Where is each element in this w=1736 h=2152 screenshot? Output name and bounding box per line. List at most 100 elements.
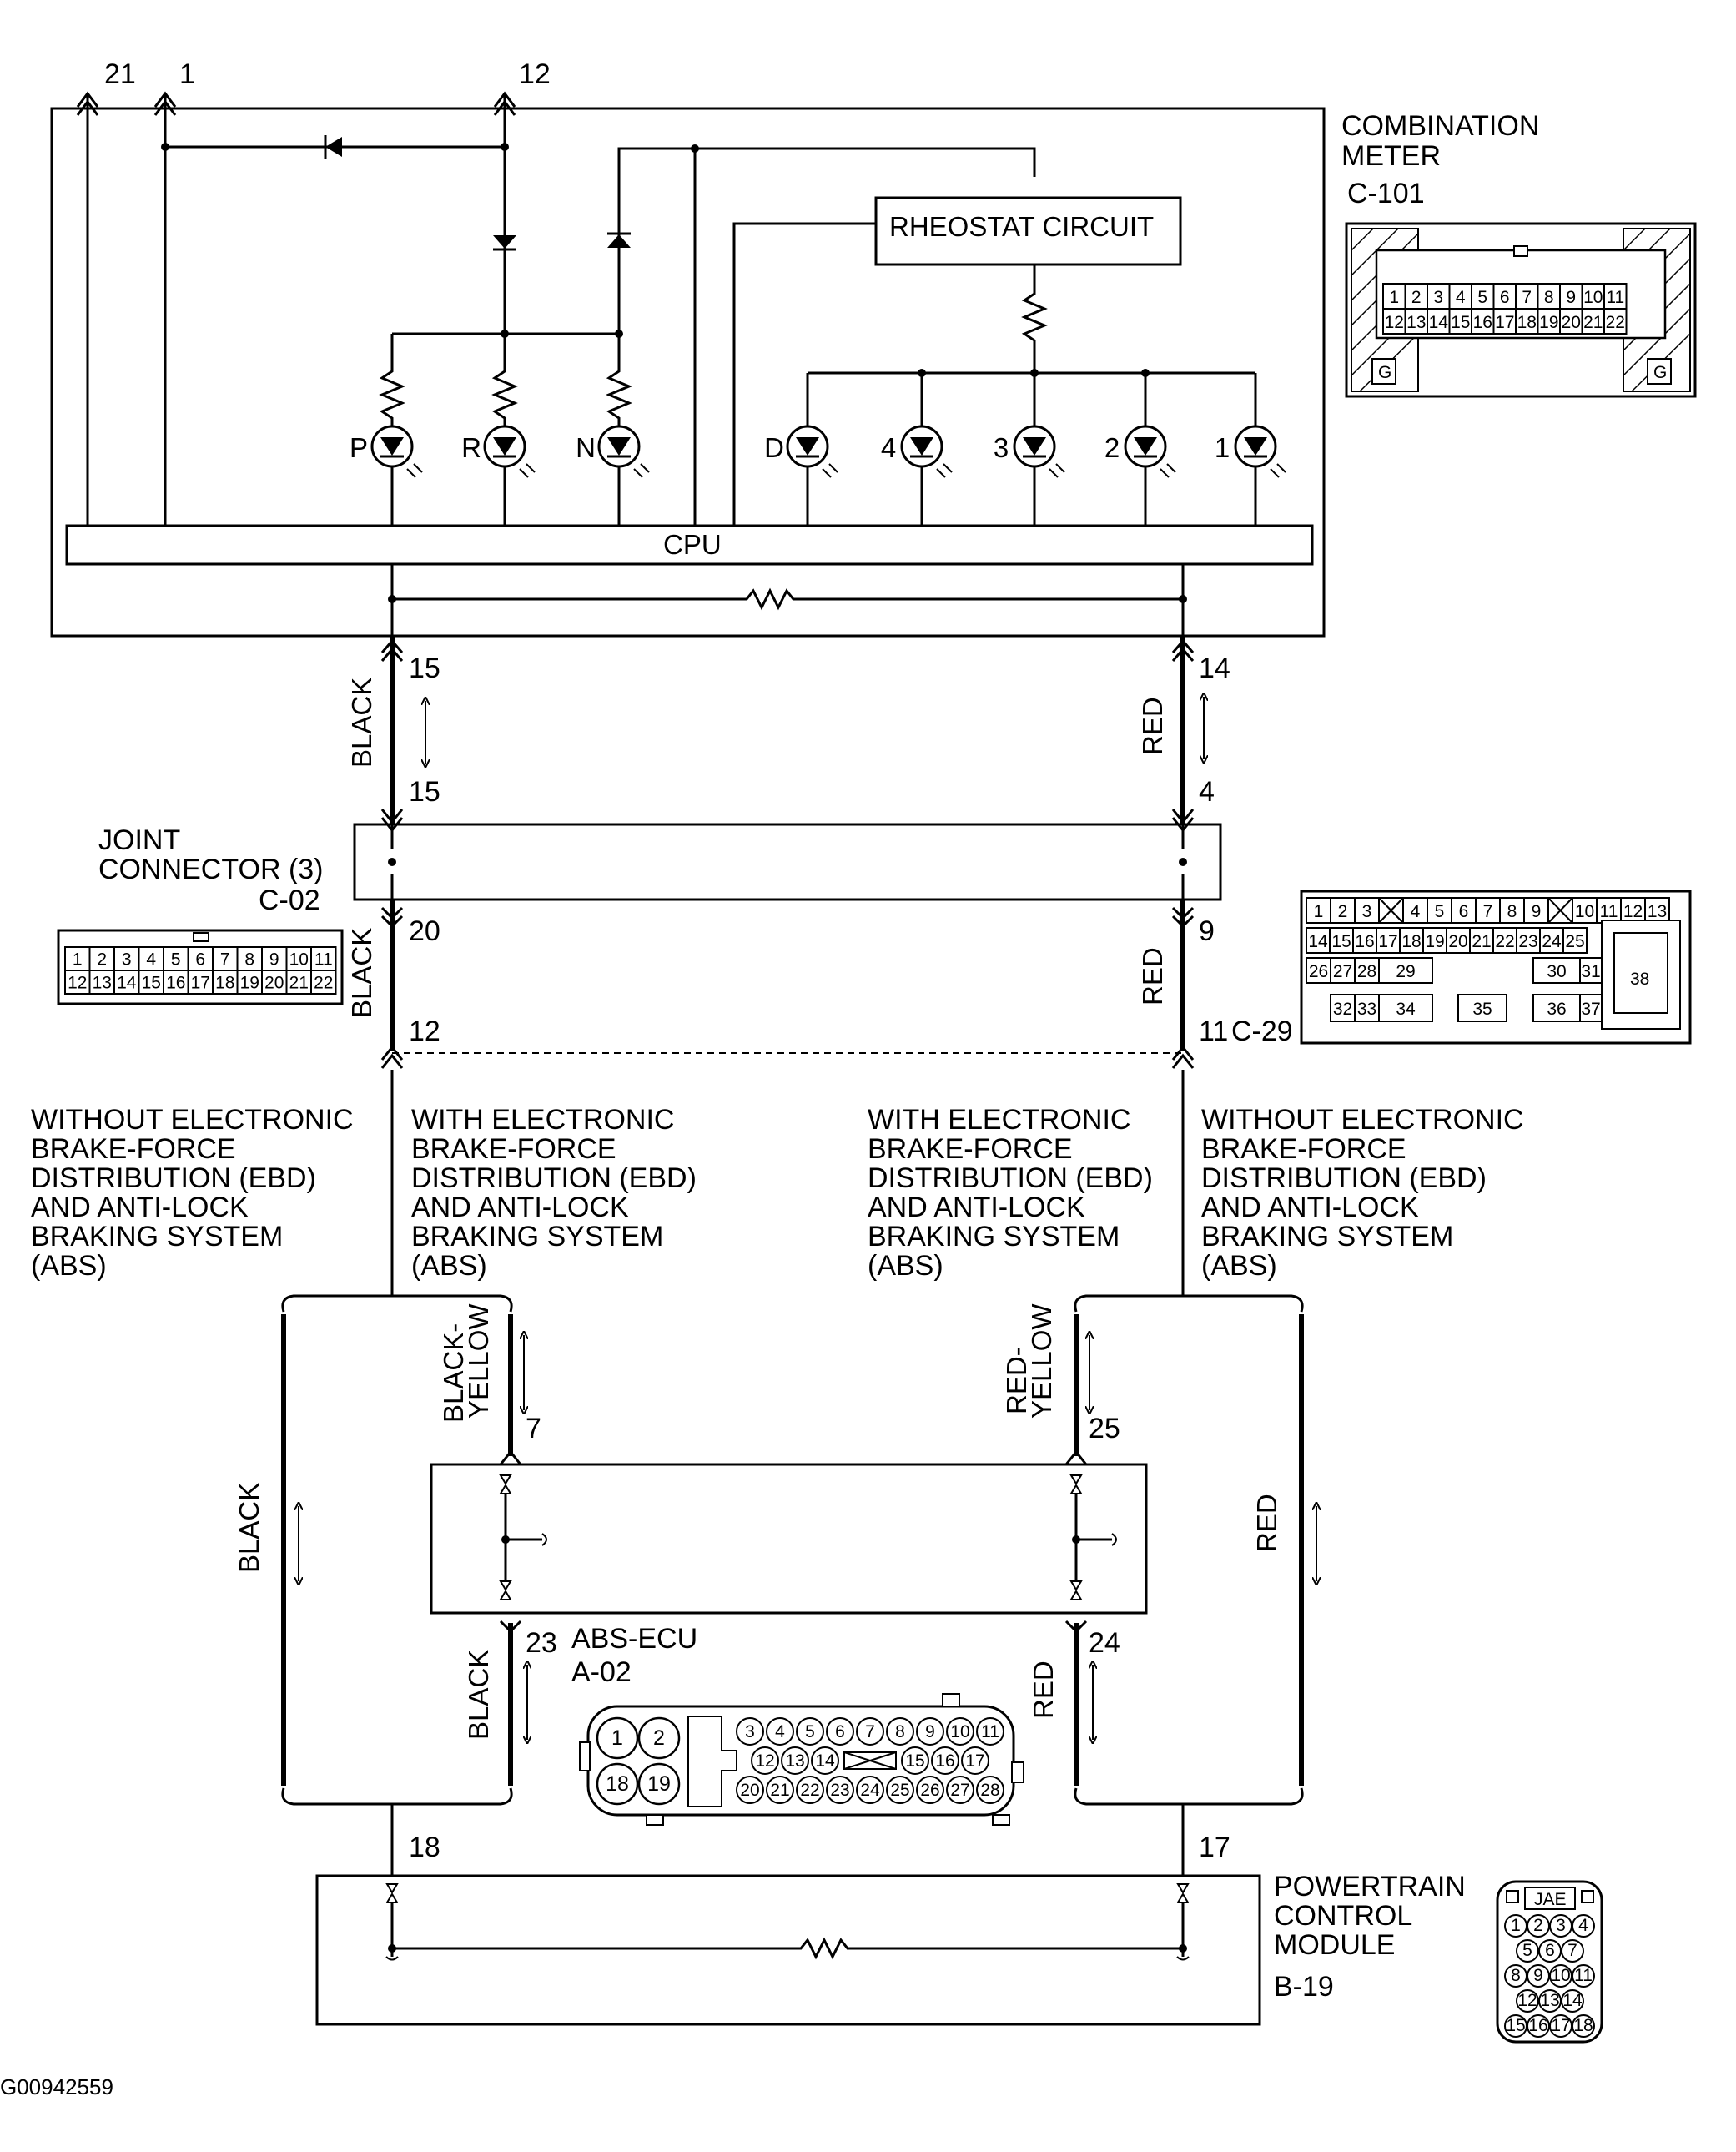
c02-pin-17: 17	[191, 973, 210, 992]
c101-pin-5: 5	[1477, 288, 1487, 307]
pin-12-label: 12	[519, 58, 551, 90]
c29-pin-25: 25	[1565, 932, 1584, 951]
abs-ecu-internal-left	[499, 1474, 547, 1600]
cpu-label: CPU	[663, 529, 722, 560]
c101-pin-17: 17	[1495, 313, 1514, 332]
a02-cell-15	[901, 1746, 929, 1775]
c29-cell-1	[1306, 897, 1331, 924]
pcm-title-2: CONTROL	[1274, 1900, 1412, 1932]
upper-left-pin-top: 15	[409, 653, 440, 684]
indicator-label-3: 3	[994, 432, 1009, 463]
meter-title-1: COMBINATION	[1341, 110, 1539, 142]
svg-text:(ABS): (ABS)	[1201, 1250, 1277, 1282]
c101-cell-22	[1603, 308, 1628, 335]
c101-cell-12	[1382, 308, 1406, 335]
middle-left-pin-bottom: 12	[409, 1016, 440, 1047]
a02-pin-5: 5	[805, 1722, 815, 1741]
c02-cell-18	[212, 970, 239, 995]
abs-pin-7: 7	[526, 1413, 541, 1444]
c02-pin-19: 19	[240, 973, 259, 992]
upper-right-color: RED	[1137, 697, 1168, 755]
c29-pin-1: 1	[1314, 902, 1324, 921]
c29-pin-8: 8	[1507, 902, 1517, 921]
c101-pin-15: 15	[1451, 313, 1470, 332]
a02-pin-17: 17	[965, 1751, 984, 1771]
indicator-label-4: 4	[881, 432, 896, 463]
abs-right-upper-color-1: RED-	[1001, 1347, 1032, 1414]
a02-cell-25	[886, 1776, 914, 1804]
a02-cell-23	[826, 1776, 854, 1804]
svg-text:(ABS): (ABS)	[31, 1250, 107, 1282]
b19-pin-17: 17	[1551, 2016, 1570, 2035]
middle-right-pin-bottom: 11	[1199, 1016, 1228, 1047]
abs-pin-25: 25	[1089, 1413, 1120, 1444]
svg-text:WITH ELECTRONIC: WITH ELECTRONIC	[411, 1104, 674, 1136]
pcm-pin-17: 17	[1199, 1832, 1230, 1863]
upper-left-color: BLACK	[346, 678, 377, 768]
b19-pin-6: 6	[1545, 1941, 1555, 1960]
middle-right-pin-top: 9	[1199, 915, 1215, 947]
c29-pin-17: 17	[1378, 932, 1397, 951]
c29-cell-22	[1492, 927, 1517, 954]
c29-pin-29: 29	[1396, 962, 1415, 981]
a02-cell-20	[736, 1776, 764, 1804]
powertrain-control-module: 18 17 POWERTRAIN CONTROL MODULE B-19	[315, 1826, 1466, 2026]
c02-cell-13	[88, 970, 115, 995]
abs-ecu-block	[430, 1463, 1148, 1615]
b19-pin-8: 8	[1511, 1966, 1521, 1985]
c29-pin-35: 35	[1472, 1000, 1492, 1019]
c29-pin-24: 24	[1542, 932, 1562, 951]
a02-cell-26	[916, 1776, 944, 1804]
a02-pin-9: 9	[925, 1722, 935, 1741]
condition-right-with: WITH ELECTRONIC BRAKE-FORCE DISTRIBUTION…	[868, 1104, 1153, 1282]
c101-cell-13	[1404, 308, 1428, 335]
upper-left-pin-bottom: 15	[409, 776, 440, 808]
pcm-connector-id: B-19	[1274, 1971, 1334, 2003]
a02-pin-13: 13	[785, 1751, 804, 1771]
c101-pin-20: 20	[1562, 313, 1581, 332]
indicator-2: 2	[1104, 373, 1176, 526]
c29-cell-5	[1427, 897, 1452, 924]
c02-pin-10: 10	[289, 950, 309, 969]
a02-cell-11	[976, 1717, 1004, 1746]
c29-pin-36: 36	[1547, 1000, 1566, 1019]
pcm-pin-18: 18	[409, 1832, 440, 1863]
b19-pin-5: 5	[1522, 1941, 1532, 1960]
c02-cell-20	[261, 970, 288, 995]
svg-text:BRAKE-FORCE: BRAKE-FORCE	[1201, 1133, 1406, 1165]
abs-left-upper-color-2: YELLOW	[463, 1303, 494, 1419]
c29-pin-13: 13	[1648, 902, 1667, 921]
c29-cell-16	[1352, 927, 1377, 954]
c101-ground-left: G	[1378, 363, 1391, 382]
c29-cell-29	[1378, 957, 1433, 984]
meter-title-2: METER	[1341, 140, 1441, 172]
abs-left-bypass-color: BLACK	[234, 1483, 264, 1573]
c29-pin-14: 14	[1308, 932, 1328, 951]
a02-cell-4	[766, 1717, 794, 1746]
c101-pin-13: 13	[1406, 313, 1426, 332]
c101-cell-2	[1404, 283, 1428, 310]
c02-pin-6: 6	[195, 950, 205, 969]
condition-labels: WITHOUT ELECTRONIC BRAKE-FORCE DISTRIBUT…	[31, 1070, 1524, 1282]
b19-cell-4	[1572, 1914, 1595, 1938]
a02-cell-28	[976, 1776, 1004, 1804]
svg-text:DISTRIBUTION (EBD): DISTRIBUTION (EBD)	[1201, 1162, 1487, 1194]
svg-text:BRAKING SYSTEM: BRAKING SYSTEM	[31, 1221, 283, 1252]
c101-cell-10	[1581, 283, 1605, 310]
b19-cell-7	[1561, 1939, 1584, 1963]
c29-pin-7: 7	[1483, 902, 1493, 921]
diode-3	[607, 234, 631, 248]
b19-cell-14	[1561, 1989, 1584, 2013]
indicator-D: D	[764, 373, 838, 526]
c02-pin-15: 15	[142, 973, 161, 992]
svg-text:BRAKE-FORCE: BRAKE-FORCE	[868, 1133, 1073, 1165]
b19-pin-3: 3	[1556, 1916, 1566, 1935]
svg-text:WITH ELECTRONIC: WITH ELECTRONIC	[868, 1104, 1130, 1136]
pin-21-label: 21	[104, 58, 136, 90]
c101-cell-5	[1471, 283, 1495, 310]
upper-right-pin-bottom: 4	[1199, 776, 1215, 808]
b19-pin-16: 16	[1528, 2016, 1547, 2035]
indicator-label-D: D	[764, 432, 784, 463]
